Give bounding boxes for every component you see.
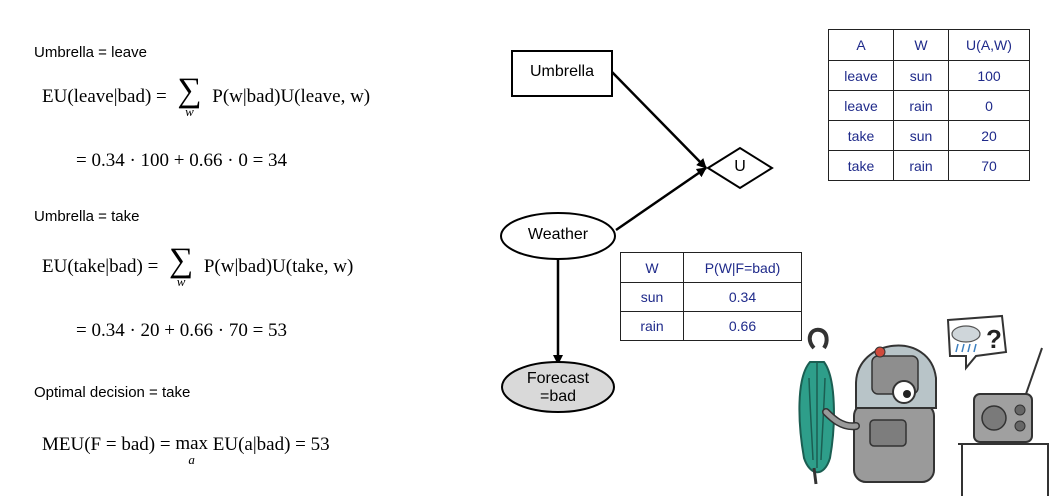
heading-umbrella-leave: Umbrella = leave — [34, 44, 147, 61]
eq-leave-lhs: EU(leave|bad) = — [42, 86, 167, 107]
table-cell: 0.66 — [683, 311, 802, 341]
eq-leave-rhs: P(w|bad)U(leave, w) — [212, 86, 371, 107]
table-header-row: W P(W|F=bad) — [620, 252, 802, 283]
forecast-evidence-node — [501, 361, 615, 413]
table-cell: rain — [893, 150, 949, 181]
table-cell: sun — [620, 282, 684, 312]
weather-node-label: Weather — [527, 226, 589, 243]
forecast-label-line2: =bad — [539, 388, 577, 405]
question-mark-text: ? — [986, 324, 1002, 354]
edge-umbrella-to-utility — [611, 71, 707, 169]
equation-take-calc: = 0.34 · 20 + 0.66 · 70 = 53 — [76, 320, 288, 341]
equation-eu-leave: EU(leave|bad) = ∑ w P(w|bad)U(leave, w) — [42, 72, 371, 119]
table-cell: sun — [893, 60, 949, 91]
table-cell: rain — [620, 311, 684, 341]
table-header-cell: A — [828, 29, 894, 61]
utility-node — [706, 146, 774, 190]
table-header-cell: U(A,W) — [948, 29, 1030, 61]
eq-meu-lhs: MEU(F = bad) = — [42, 434, 171, 455]
umbrella-node-label: Umbrella — [529, 63, 594, 80]
table-row: take sun 20 — [828, 120, 1030, 151]
table-cell: take — [828, 120, 894, 151]
table-cell: take — [828, 150, 894, 181]
heading-optimal-decision: Optimal decision = take — [34, 384, 191, 401]
forecast-probability-table: W P(W|F=bad) sun 0.34 rain 0.66 — [620, 252, 802, 341]
table-cell: rain — [893, 90, 949, 121]
table-cell: leave — [828, 90, 894, 121]
utility-table: A W U(A,W) leave sun 100 leave rain 0 ta… — [828, 29, 1030, 181]
equation-eu-take: EU(take|bad) = ∑ w P(w|bad)U(take, w) — [42, 242, 354, 289]
edge-weather-to-utility — [615, 166, 707, 232]
max-operator: max a — [175, 433, 209, 467]
table-header-cell: W — [893, 29, 949, 61]
table-row: rain 0.66 — [620, 311, 802, 341]
weather-chance-node — [500, 212, 616, 260]
table-cell: 0 — [948, 90, 1030, 121]
side-table-icon — [958, 443, 1049, 496]
umbrella-decision-node — [511, 50, 613, 97]
equation-meu: MEU(F = bad) = max a EU(a|bad) = 53 — [42, 434, 330, 466]
table-row: leave sun 100 — [828, 60, 1030, 91]
table-cell: 100 — [948, 60, 1030, 91]
robot-umbrella-illustration: ? — [798, 314, 1049, 496]
table-cell: 0.34 — [683, 282, 802, 312]
heading-umbrella-take: Umbrella = take — [34, 208, 140, 225]
utility-node-label: U — [734, 158, 746, 175]
table-cell: 70 — [948, 150, 1030, 181]
table-row: sun 0.34 — [620, 282, 802, 312]
rain-cloud-icon — [951, 325, 981, 343]
table-header-cell: W — [620, 252, 684, 283]
eq-take-lhs: EU(take|bad) = — [42, 256, 159, 277]
table-row: take rain 70 — [828, 150, 1030, 181]
table-cell: leave — [828, 60, 894, 91]
forecast-label-line1: Forecast — [526, 370, 590, 387]
table-cell: sun — [893, 120, 949, 151]
table-header-row: A W U(A,W) — [828, 29, 1030, 61]
summation-symbol: ∑ w — [177, 72, 202, 119]
table-header-cell: P(W|F=bad) — [683, 252, 802, 283]
eq-take-rhs: P(w|bad)U(take, w) — [203, 256, 354, 277]
equation-leave-calc: = 0.34 · 100 + 0.66 · 0 = 34 — [76, 150, 288, 171]
table-cell: 20 — [948, 120, 1030, 151]
forecast-node-label: Forecast =bad — [502, 370, 614, 406]
summation-symbol: ∑ w — [168, 242, 194, 289]
radio-antenna-icon — [1025, 347, 1043, 395]
eq-meu-rhs: EU(a|bad) = 53 — [212, 434, 330, 455]
table-row: leave rain 0 — [828, 90, 1030, 121]
umbrella-handle-icon — [807, 327, 829, 350]
